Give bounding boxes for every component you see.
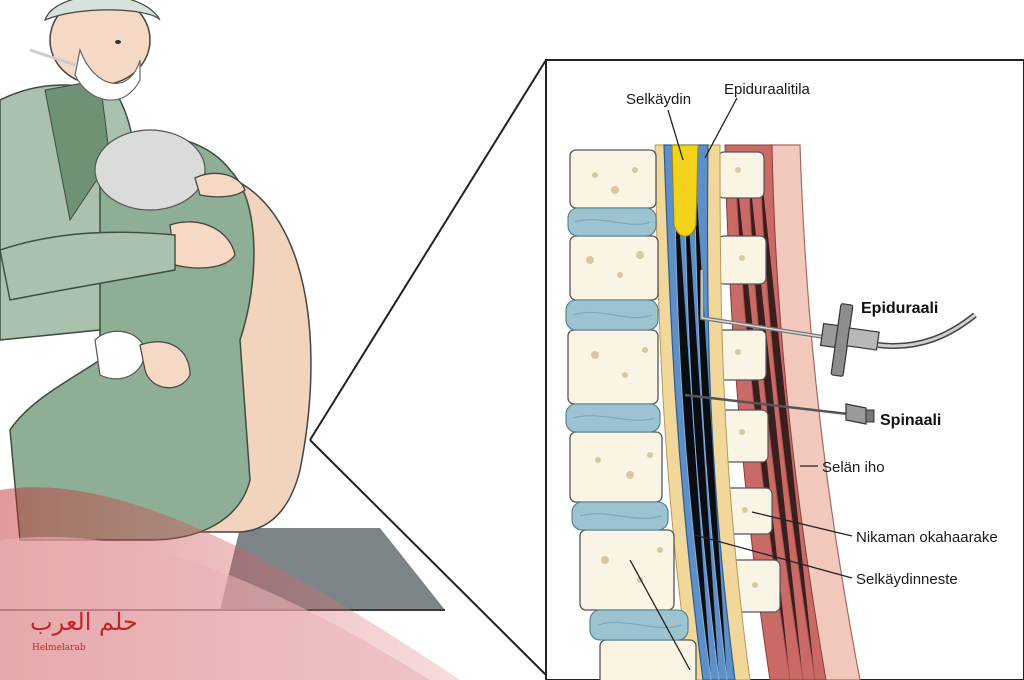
doctor-hand-right	[194, 172, 246, 198]
epidural-needle	[700, 270, 977, 377]
zoom-line-bottom	[309, 439, 547, 676]
leader-lines	[629, 97, 853, 671]
surgical-mask	[74, 47, 141, 101]
label-spinous-process: Nikaman okahaarake	[856, 529, 998, 546]
label-spinal-cord: Selkäydin	[626, 91, 691, 108]
spinal-cord	[671, 144, 699, 237]
doctor-hand-left	[169, 221, 236, 269]
vertebral-bodies	[567, 149, 697, 680]
zoom-line-top	[309, 59, 547, 441]
patient-scene	[0, 0, 547, 676]
label-back-skin: Selän iho	[822, 459, 885, 476]
label-spinal: Spinaali	[880, 412, 941, 429]
watermark-latin: Helmelarab	[32, 643, 86, 653]
watermark-banner: حلم العرب Helmelarab	[0, 487, 460, 680]
spinal-needle	[684, 393, 875, 425]
label-cerebrospinal-fluid: Selkäydinneste	[856, 571, 958, 588]
label-epidural-space: Epiduraalitila	[724, 81, 811, 98]
intervertebral-discs	[565, 207, 689, 641]
patient-cap	[94, 129, 206, 211]
label-epidural: Epiduraali	[861, 300, 938, 317]
spine-inset: Selkäydin Epiduraalitila Epiduraali Spin…	[545, 59, 1024, 680]
watermark-arabic: حلم العرب	[30, 608, 138, 636]
